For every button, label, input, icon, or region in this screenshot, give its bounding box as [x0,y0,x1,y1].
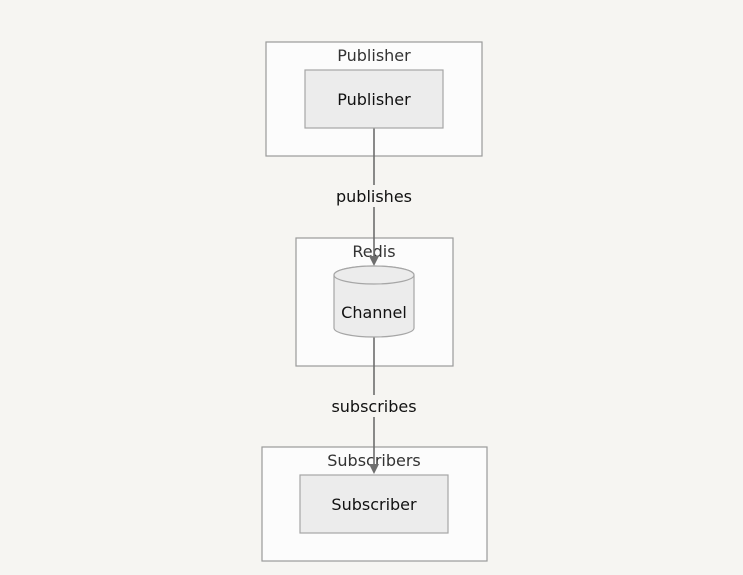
channel-cylinder-top [333,265,415,285]
node-subscriber[interactable]: Subscriber [299,474,449,534]
node-publisher[interactable]: Publisher [304,69,444,129]
edge-subscribes-arrowhead [369,464,379,474]
node-channel-label: Channel [341,303,407,322]
node-subscriber-label: Subscriber [331,495,417,514]
node-publisher-box [304,69,444,129]
cluster-publisher-label: Publisher [337,46,411,65]
edge-subscribes-label-bg [331,395,417,417]
node-channel[interactable]: Channel [333,265,415,338]
node-publisher-label: Publisher [337,90,411,109]
node-subscriber-box [299,474,449,534]
edge-publishes: publishes [335,128,413,266]
edge-subscribes-label: subscribes [331,397,416,416]
edge-publishes-label-bg [335,185,413,207]
edge-publishes-label: publishes [336,187,412,206]
edge-subscribes: subscribes [331,337,417,474]
edge-publishes-arrowhead [369,256,379,266]
